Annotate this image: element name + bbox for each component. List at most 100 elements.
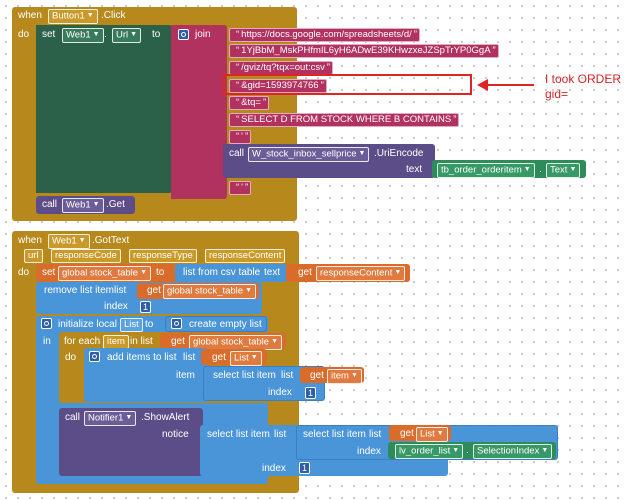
event-component-label: Button1 [52, 10, 85, 22]
select-list-item-label: select list item [207, 429, 270, 440]
text-string-block[interactable]: ' [229, 130, 252, 144]
event-param-responsecode[interactable]: responseCode [51, 249, 121, 263]
text-param-label: text [406, 164, 423, 175]
dot-separator: . [466, 445, 469, 456]
to-keyword: to [156, 267, 165, 278]
get-variable-dropdown[interactable]: List▼ [416, 427, 448, 442]
index-component-dropdown[interactable]: lv_order_list▼ [395, 444, 464, 459]
initialize-local-label: initialize local [58, 319, 117, 330]
chevron-down-icon: ▼ [92, 201, 100, 208]
set-keyword: set [42, 267, 56, 278]
local-name-field[interactable]: List [120, 318, 143, 332]
annotation-note: I took ORDER gid= [545, 72, 621, 102]
chevron-down-icon: ▼ [78, 237, 86, 244]
do-keyword: do [65, 352, 77, 363]
text-param-label: text [264, 267, 281, 278]
call-keyword: call [42, 199, 58, 210]
get-variable-dropdown[interactable]: global stock_table▼ [163, 284, 256, 299]
set-property-label: Url [116, 29, 129, 41]
join-block[interactable] [171, 25, 227, 199]
get-component-dropdown[interactable]: Web1▼ [62, 198, 104, 213]
list-param-label: list [114, 285, 127, 296]
get-method-name: .Get [106, 199, 125, 210]
get-variable-dropdown[interactable]: item▼ [327, 369, 362, 384]
text-string-block[interactable]: https://docs.google.com/spreadsheets/d/ [229, 28, 420, 42]
annotation-line-1: I took ORDER [545, 72, 622, 86]
chevron-down-icon: ▼ [140, 269, 147, 276]
call-keyword: call [229, 148, 245, 159]
chevron-down-icon: ▼ [358, 150, 366, 157]
event-param-url[interactable]: url [24, 249, 43, 263]
set-web1-url-block[interactable] [36, 25, 172, 193]
number-block[interactable]: 1 [140, 301, 152, 313]
dot-separator: . [104, 29, 107, 40]
mutator-gear-icon[interactable] [41, 318, 52, 329]
text-property-dropdown[interactable]: Text▼ [546, 163, 581, 178]
add-items-to-list-block[interactable] [84, 348, 208, 402]
chevron-down-icon: ▼ [271, 338, 278, 345]
list-from-csv-block[interactable] [175, 264, 287, 282]
text-string-block[interactable]: &tq= [229, 96, 270, 110]
to-keyword: to [145, 319, 154, 330]
set-keyword: set [42, 29, 56, 40]
get-variable-label: global stock_table [193, 336, 270, 348]
to-keyword: to [152, 29, 161, 40]
event-component-dropdown[interactable]: Web1▼ [48, 234, 90, 249]
text-component-dropdown[interactable]: tb_order_orderitem▼ [437, 163, 535, 178]
set-property-dropdown[interactable]: Url▼ [112, 28, 142, 43]
set-variable-label: global stock_table [62, 267, 139, 279]
text-string-block[interactable]: &gid=1593974766 [229, 79, 327, 93]
text-string-block[interactable]: ' [229, 181, 252, 195]
when-keyword: when [18, 235, 42, 246]
text-string-block[interactable]: /gviz/tq?tqx=out:csv [229, 61, 334, 75]
set-variable-dropdown[interactable]: global stock_table▼ [58, 266, 151, 281]
chevron-down-icon: ▼ [125, 414, 133, 421]
select-list-item-label: select list item [303, 429, 366, 440]
get-variable-dropdown[interactable]: responseContent▼ [316, 266, 406, 281]
set-component-label: Web1 [66, 29, 91, 41]
index-property-label: SelectionIndex [477, 445, 540, 457]
loop-variable-field[interactable]: item [103, 335, 129, 349]
mutator-gear-icon[interactable] [178, 29, 189, 40]
uri-method-name: .UriEncode [374, 148, 424, 159]
number-block[interactable]: 1 [305, 387, 317, 399]
text-string-block[interactable]: SELECT D FROM STOCK WHERE B CONTAINS [229, 113, 460, 127]
notifier-component-dropdown[interactable]: Notifier1▼ [84, 411, 137, 426]
list-param-label: list [274, 429, 287, 440]
annotation-arrow-head [477, 79, 488, 91]
do-keyword: do [18, 267, 30, 278]
chevron-down-icon: ▼ [245, 287, 252, 294]
event-param-responsecontent[interactable]: responseContent [205, 249, 286, 263]
text-string-block[interactable]: 1YjBbM_MskPHfmIL6yH6ADwE39KHwzxeJZSpTrYP… [229, 44, 499, 58]
chevron-down-icon: ▼ [436, 430, 444, 437]
do-keyword: do [18, 29, 30, 40]
index-param-label: index [104, 301, 128, 312]
add-items-label: add items to list [107, 352, 177, 363]
chevron-down-icon: ▼ [350, 372, 358, 379]
select-list-item-label: select list item [213, 370, 276, 381]
in-list-label: in list [130, 336, 153, 347]
get-variable-dropdown[interactable]: List▼ [230, 351, 262, 366]
number-block[interactable]: 1 [299, 462, 311, 474]
item-param-label: item [176, 370, 195, 381]
index-property-dropdown[interactable]: SelectionIndex▼ [473, 444, 553, 459]
index-param-label: index [262, 463, 286, 474]
get-component-label: Web1 [66, 199, 91, 211]
list-param-label: list [369, 429, 382, 440]
chevron-down-icon: ▼ [452, 447, 460, 454]
create-empty-list-block[interactable] [165, 316, 267, 332]
index-param-label: index [268, 387, 292, 398]
chevron-down-icon: ▼ [541, 447, 549, 454]
annotation-line-2: gid= [545, 87, 569, 101]
mutator-gear-icon[interactable] [171, 318, 182, 329]
event-param-responsetype[interactable]: responseType [129, 249, 197, 263]
mutator-gear-icon[interactable] [89, 351, 100, 362]
uri-component-dropdown[interactable]: W_stock_inbox_sellprice▼ [248, 147, 370, 162]
get-variable-dropdown[interactable]: global stock_table▼ [189, 335, 282, 350]
chevron-down-icon: ▼ [250, 354, 258, 361]
event-component-dropdown[interactable]: Button1▼ [48, 9, 98, 24]
text-property-label: Text [550, 164, 568, 176]
for-each-label: for each [64, 336, 101, 347]
set-component-dropdown[interactable]: Web1▼ [62, 28, 104, 43]
event-name: .GotText [92, 235, 130, 246]
